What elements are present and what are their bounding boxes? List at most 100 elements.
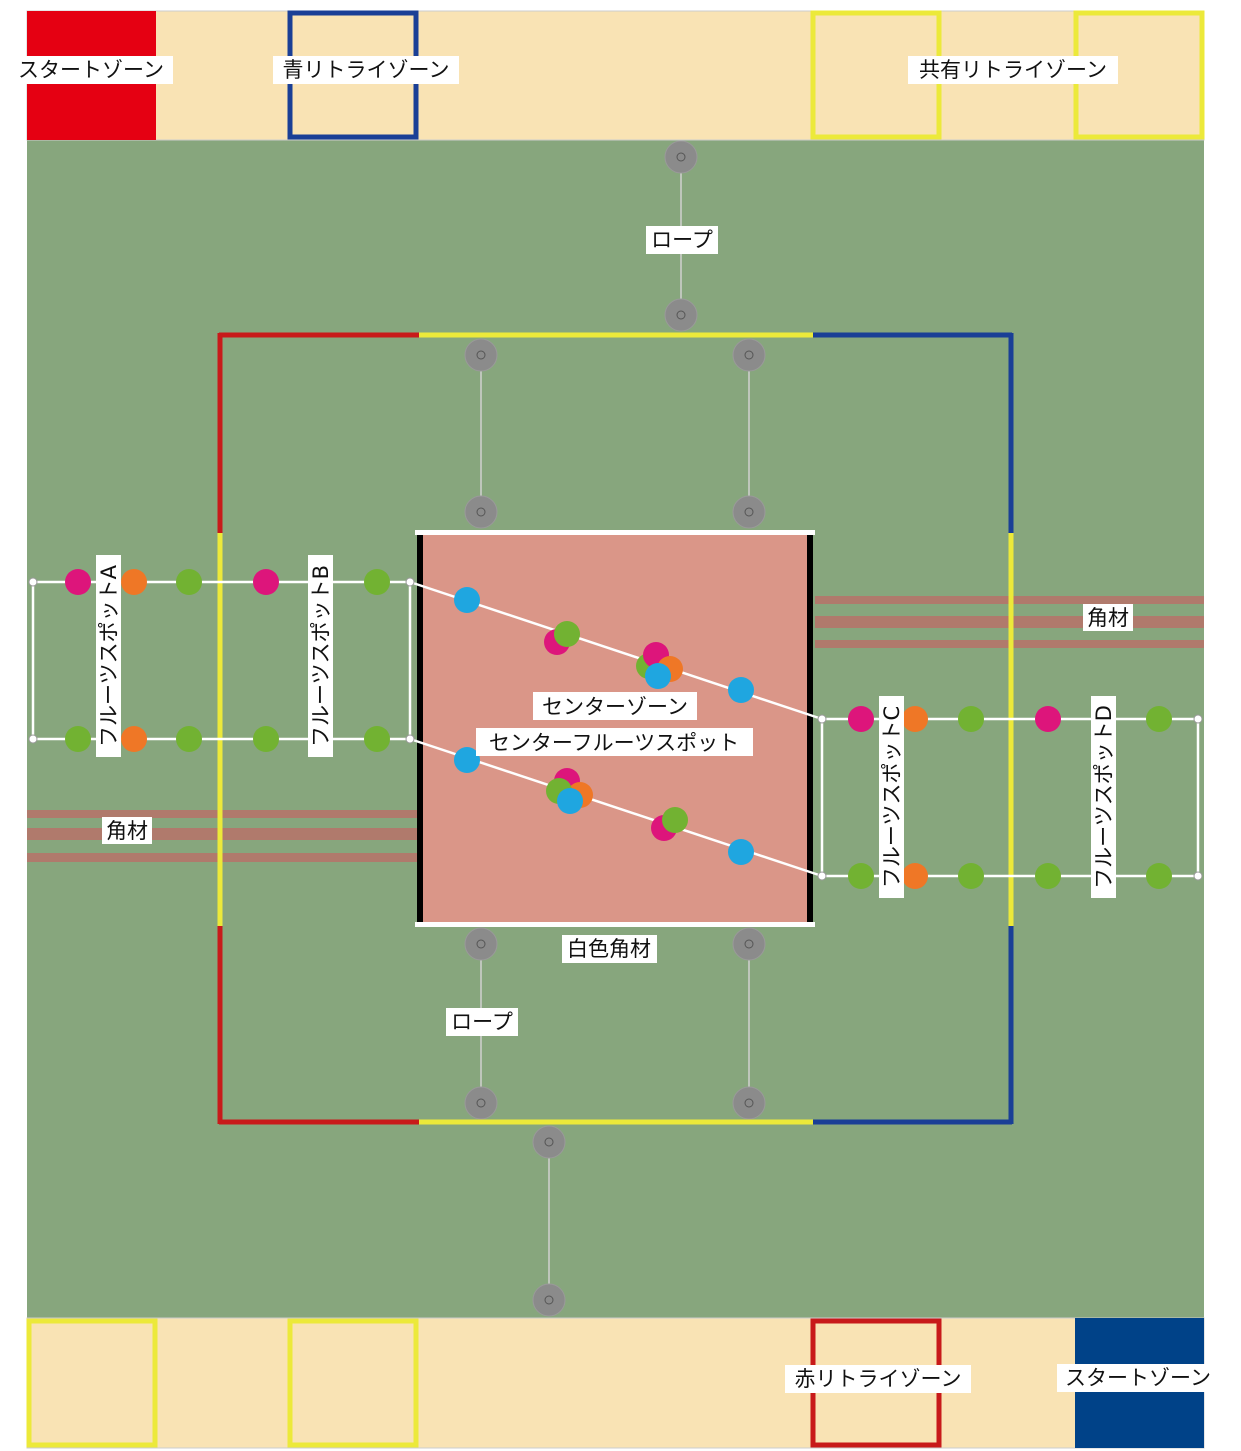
magenta-fruit: [848, 706, 874, 732]
pole-center: [544, 1137, 554, 1147]
label-fruit-spot-d: フルーツスポットD: [1091, 696, 1116, 898]
pole: [532, 1125, 566, 1159]
frame-node: [405, 577, 415, 587]
svg-text:ロープ: ロープ: [651, 228, 713, 252]
label-rope-top: ロープ: [646, 226, 718, 254]
label-fruit-spot-c: フルーツスポットC: [879, 696, 904, 898]
frame-node: [817, 714, 827, 724]
pole: [464, 1086, 498, 1120]
svg-text:センターゾーン: センターゾーン: [542, 695, 688, 719]
label-start-zone-top: スタートゾーン: [10, 56, 173, 84]
white-lumber-top: [415, 530, 815, 535]
svg-text:フルーツスポットC: フルーツスポットC: [880, 706, 904, 888]
bottom-yellow-zone-2: [287, 1318, 419, 1448]
pole: [464, 338, 498, 372]
frame-corner-nodes: [28, 577, 1203, 881]
magenta-fruit: [253, 569, 279, 595]
label-white-lumber: 白色角材: [562, 935, 657, 963]
poles: [464, 140, 766, 1317]
svg-text:角材: 角材: [106, 819, 148, 843]
green-fruit: [958, 706, 984, 732]
white-lumber-bottom: [415, 922, 815, 927]
magenta-fruit: [1035, 706, 1061, 732]
svg-text:フルーツスポットD: フルーツスポットD: [1092, 705, 1116, 889]
label-fruit-spot-a: フルーツスポットA: [96, 555, 121, 757]
cyan-fruit: [728, 839, 754, 865]
label-lumber-left: 角材: [102, 817, 152, 844]
pole-center: [544, 1295, 554, 1305]
pole-center: [476, 507, 486, 517]
pole: [732, 338, 766, 372]
pole-center: [744, 350, 754, 360]
frame-node: [1193, 714, 1203, 724]
svg-text:白色角材: 白色角材: [567, 937, 651, 961]
center-boundary: [217, 332, 1014, 1125]
label-start-zone-bottom: スタートゾーン: [1057, 1364, 1220, 1392]
svg-text:青リトライゾーン: 青リトライゾーン: [283, 58, 450, 82]
pole: [732, 1086, 766, 1120]
center-black-edge-left: [417, 534, 423, 924]
bottom-zone-strip: [26, 1317, 1205, 1449]
frame-node: [28, 577, 38, 587]
frame-node: [405, 734, 415, 744]
cyan-fruit: [557, 788, 583, 814]
pole-center: [744, 507, 754, 517]
cyan-fruit: [454, 747, 480, 773]
green-fruit: [1035, 863, 1061, 889]
green-fruit: [1146, 863, 1172, 889]
pole: [732, 495, 766, 529]
cyan-fruit: [728, 677, 754, 703]
svg-text:スタートゾーン: スタートゾーン: [18, 58, 164, 82]
svg-text:センターフルーツスポット: センターフルーツスポット: [489, 731, 739, 755]
green-fruit: [253, 726, 279, 752]
orange-fruit: [902, 706, 928, 732]
label-shared-retry-zone: 共有リトライゾーン: [908, 56, 1118, 84]
svg-text:赤リトライゾーン: 赤リトライゾーン: [795, 1367, 962, 1391]
labels: スタートゾーン 青リトライゾーン 共有リトライゾーン ロープ 角材 センターゾー…: [10, 56, 1220, 1393]
cyan-fruit: [454, 587, 480, 613]
label-red-retry-zone: 赤リトライゾーン: [785, 1365, 971, 1393]
green-fruit: [848, 863, 874, 889]
label-center-zone: センターゾーン: [533, 692, 697, 720]
svg-text:角材: 角材: [1087, 606, 1129, 630]
magenta-fruit: [65, 569, 91, 595]
label-blue-retry-zone: 青リトライゾーン: [273, 56, 459, 84]
label-lumber-right: 角材: [1083, 604, 1133, 631]
pole-center: [676, 310, 686, 320]
svg-text:フルーツスポットA: フルーツスポットA: [97, 564, 121, 747]
frame-node: [817, 871, 827, 881]
frame-node: [1193, 871, 1203, 881]
center-black-edge-right: [807, 534, 813, 924]
label-center-fruit-spot: センターフルーツスポット: [476, 728, 753, 756]
label-rope-bottom: ロープ: [446, 1008, 518, 1036]
label-fruit-spot-b: フルーツスポットB: [308, 555, 333, 757]
pole-center: [676, 152, 686, 162]
green-fruit: [1146, 706, 1172, 732]
svg-text:ロープ: ロープ: [451, 1010, 513, 1034]
cyan-fruit: [645, 663, 671, 689]
pole: [464, 927, 498, 961]
frame-node: [28, 734, 38, 744]
pole: [664, 140, 698, 174]
pole: [464, 495, 498, 529]
green-fruit: [662, 807, 688, 833]
pole-center: [476, 1098, 486, 1108]
svg-text:共有リトライゾーン: 共有リトライゾーン: [919, 58, 1107, 82]
pole-center: [744, 1098, 754, 1108]
pole-center: [476, 939, 486, 949]
orange-fruit: [902, 863, 928, 889]
orange-fruit: [121, 569, 147, 595]
orange-fruit: [121, 726, 147, 752]
svg-text:フルーツスポットB: フルーツスポットB: [309, 565, 333, 747]
pole: [664, 298, 698, 332]
green-fruit: [554, 621, 580, 647]
green-fruit: [364, 726, 390, 752]
pole: [732, 927, 766, 961]
green-fruit: [958, 863, 984, 889]
svg-text:スタートゾーン: スタートゾーン: [1065, 1366, 1211, 1390]
green-fruit: [176, 726, 202, 752]
pole-center: [476, 350, 486, 360]
pole-center: [744, 939, 754, 949]
green-fruit: [176, 569, 202, 595]
